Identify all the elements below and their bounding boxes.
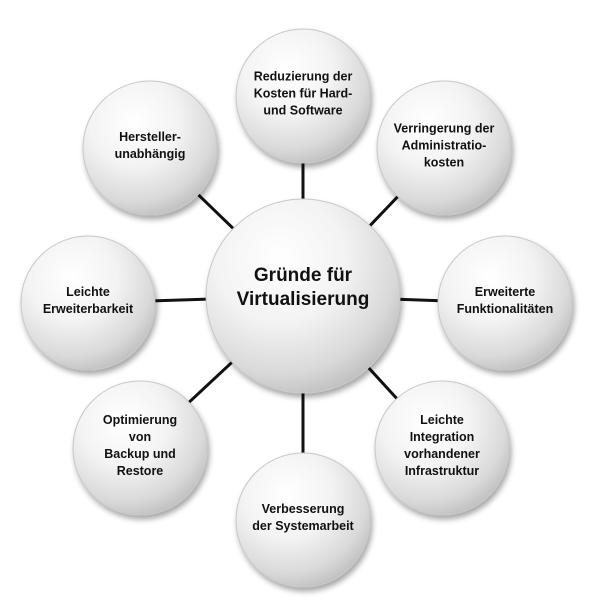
node-label-funktionalitaeten-line: Erweiterte <box>475 285 535 299</box>
node-label-hersteller: Hersteller-unabhängig <box>115 130 186 161</box>
node-label-kosten-line: Reduzierung der <box>254 69 353 83</box>
connector-hersteller <box>195 192 236 232</box>
node-label-integration-line: Integration <box>410 430 475 444</box>
connector-backup <box>186 359 235 405</box>
node-circle-backup <box>72 380 208 516</box>
node-systemarbeit: Verbesserung der Systemarbeit <box>235 452 371 588</box>
node-circle-hersteller <box>82 80 218 216</box>
node-circle-systemarbeit <box>235 452 371 588</box>
node-label-integration-line: Infrastruktur <box>405 464 479 478</box>
center-label-line: Virtualisierung <box>237 289 370 310</box>
node-label-erweiterbarkeit-line: Leichte <box>66 285 110 299</box>
node-label-funktionalitaeten-line: Funktionalitäten <box>457 302 554 316</box>
node-label-administration-line: Administratio- <box>402 138 487 152</box>
node-label-kosten-line: Kosten für Hard- <box>254 86 353 100</box>
node-circle-kosten <box>235 28 371 164</box>
node-label-systemarbeit-line: Verbesserung <box>262 502 345 516</box>
node-label-systemarbeit: Verbesserung der Systemarbeit <box>252 502 354 533</box>
node-label-systemarbeit-line: der Systemarbeit <box>252 519 354 533</box>
node-label-hersteller-line: Hersteller- <box>119 130 181 144</box>
node-label-backup-line: von <box>129 430 151 444</box>
node-label-erweiterbarkeit-line: Erweiterbarkeit <box>43 302 134 316</box>
node-circle-erweiterbarkeit <box>20 235 156 371</box>
node-label-integration-line: Leichte <box>420 413 464 427</box>
connector-erweiterbarkeit <box>152 297 209 303</box>
node-circle-funktionalitaeten <box>437 235 573 371</box>
node-circle-integration <box>374 380 510 516</box>
node-label-integration-line: vorhandener <box>404 447 480 461</box>
node-label-hersteller-line: unabhängig <box>115 147 186 161</box>
center-label-line: Gründe für <box>254 265 353 286</box>
node-label-kosten-line: und Software <box>263 103 342 117</box>
node-label-backup-line: Optimierung <box>103 413 177 427</box>
node-label-backup-line: Restore <box>117 464 164 478</box>
node-label-backup-line: Backup und <box>104 447 176 461</box>
node-label-administration-line: Verringerung der <box>394 121 495 135</box>
node-hersteller: Hersteller-unabhängig <box>82 80 218 216</box>
connector-funktionalitaeten <box>397 297 441 303</box>
node-label-administration-line: kosten <box>424 155 464 169</box>
center-circle <box>205 198 401 394</box>
node-circle-administration <box>376 80 512 216</box>
connector-layer <box>152 161 441 455</box>
connector-integration <box>366 365 400 402</box>
connector-administration <box>367 194 401 229</box>
